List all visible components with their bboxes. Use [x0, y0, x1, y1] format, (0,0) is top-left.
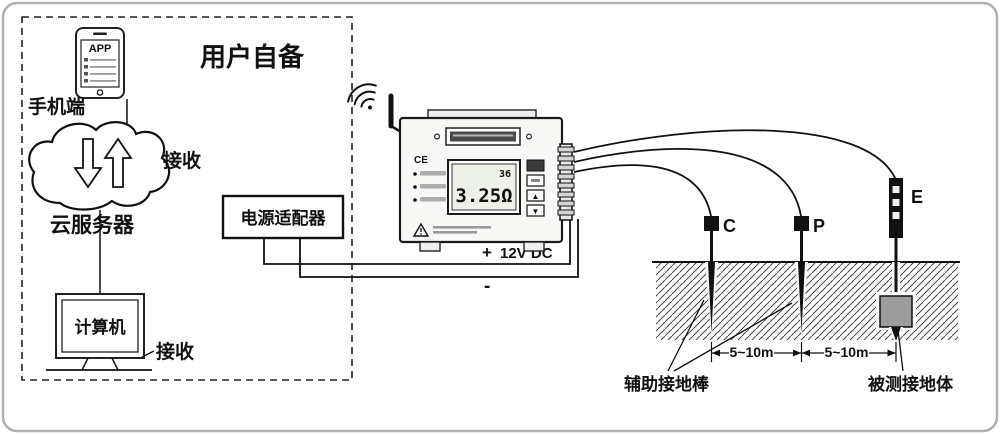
monitor-screen [61, 299, 139, 353]
mouse-cable-line [141, 350, 155, 358]
screw-left [434, 133, 441, 140]
distance-dimensions: 5~10m 5~10m [710, 342, 897, 362]
ground-resistance-tester: CE 36 3.25Ω ▲ ▼ [347, 83, 575, 252]
terminal-base [559, 143, 573, 221]
plus-sign: + [482, 243, 492, 262]
bottom-mount-tab-left [419, 241, 441, 252]
phone-speaker [93, 32, 107, 35]
distance-pe-label: 5~10m [825, 344, 869, 360]
down-arrow-icon: ▼ [532, 207, 540, 216]
device-buttons: ▲ ▼ [526, 159, 545, 217]
electrode-e-label: E [911, 187, 923, 207]
p-spike [798, 262, 805, 333]
screw-right [525, 133, 532, 140]
up-arrow-icon: ▲ [532, 192, 540, 201]
electrode-c-label: C [723, 216, 736, 236]
measured-body-label: 被测接地体 [868, 374, 954, 394]
lcd-aux-value: 36 [499, 169, 511, 180]
measured-ground-body-box [879, 295, 913, 328]
electrode-p-label: P [813, 216, 825, 236]
warning-triangle-icon [412, 222, 430, 237]
power-adapter-label: 电源适配器 [241, 208, 327, 228]
computer-label: 计算机 [75, 317, 126, 337]
monitor-stand [81, 357, 119, 371]
computer-receive-label: 接收 [156, 340, 194, 363]
measurement-cables [573, 129, 897, 217]
bottom-mount-tab-right [523, 241, 545, 252]
e-terminal-3 [892, 212, 900, 219]
terminal-block [557, 143, 575, 221]
ce-mark: CE [414, 155, 428, 166]
user-provided-dashed-box [21, 16, 353, 381]
phone-home-button [96, 89, 104, 96]
power-adapter-box [221, 194, 345, 240]
cloud-server-icon [28, 121, 171, 211]
status-indicator-rows [413, 171, 446, 202]
power-button[interactable] [526, 159, 545, 172]
cable-to-p [573, 147, 802, 217]
minus-sign: - [484, 276, 490, 297]
cable-to-e [573, 129, 897, 181]
cable-to-c [573, 164, 712, 217]
lcd-main-value: 3.25Ω [455, 185, 512, 207]
phone-terminal-label: 手机端 [28, 95, 85, 118]
power-wire-positive [263, 219, 571, 265]
phone-screen [80, 39, 120, 88]
aux-rod-pointer-p [673, 302, 793, 372]
c-spike [708, 262, 715, 333]
upload-arrow-icon [103, 137, 133, 188]
electrode-p: P [794, 216, 825, 338]
phone-app-list-rows [84, 58, 116, 83]
smartphone-icon: APP [75, 27, 125, 99]
measured-body-pointer [897, 329, 904, 372]
set-button-glyph [531, 179, 540, 182]
cloud-server-label: 云服务器 [50, 213, 135, 237]
down-button[interactable] [526, 204, 545, 217]
up-button[interactable] [526, 189, 545, 202]
power-wire-negative [299, 219, 579, 278]
user-provided-label: 用户自备 [200, 42, 305, 72]
electrode-c: C [704, 216, 736, 338]
e-terminal-2 [892, 199, 900, 206]
aux-rods-label: 辅助接地棒 [624, 374, 710, 394]
warning-note [412, 222, 491, 237]
callouts: 辅助接地棒 被测接地体 [624, 299, 954, 394]
p-clamp-block [794, 216, 809, 231]
distance-cp-label: 5~10m [730, 344, 774, 360]
lcd-screen [451, 163, 517, 211]
aux-rod-pointer-c [667, 299, 705, 372]
phone-app-label: APP [89, 43, 112, 55]
electrode-e: E [876, 178, 923, 345]
label-window-text-bar [453, 134, 513, 137]
e-terminal-1 [892, 186, 900, 193]
download-arrow-icon [73, 138, 103, 189]
computer-icon: 计算机 [46, 293, 155, 371]
cloud-receive-label: 接收 [163, 149, 201, 172]
cloud-shape [28, 121, 171, 211]
wifi-signal-icon [347, 83, 377, 110]
c-clamp-block [704, 216, 719, 231]
